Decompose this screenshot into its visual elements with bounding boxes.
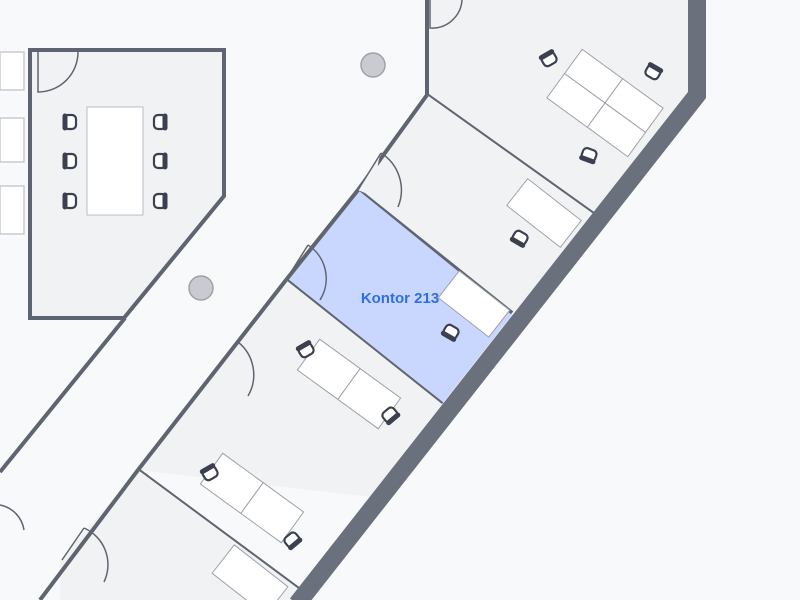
selected-office-kontor-213[interactable]: Kontor 213 [284, 188, 512, 406]
door-swing-icon [83, 527, 109, 583]
door-swing-icon [380, 152, 403, 208]
door-swing-icon [0, 504, 25, 531]
office-room[interactable] [38, 468, 300, 600]
desk [506, 177, 582, 249]
exterior-wall [289, 0, 706, 600]
desk [211, 544, 289, 600]
desk [437, 270, 511, 338]
wall-benches [0, 51, 25, 235]
door-swing-icon [37, 51, 79, 93]
door-swing-icon [429, 0, 463, 29]
room-label: Kontor 213 [361, 290, 439, 307]
door-swing-icon [237, 341, 255, 397]
meeting-room[interactable] [28, 48, 226, 320]
desk-group [546, 48, 664, 158]
structural-column-icon [188, 275, 214, 301]
office-room[interactable] [136, 278, 442, 592]
office-room[interactable] [356, 93, 595, 315]
structural-column-icon [360, 52, 386, 78]
meeting-table [86, 106, 144, 216]
door-swing-icon [307, 244, 327, 301]
